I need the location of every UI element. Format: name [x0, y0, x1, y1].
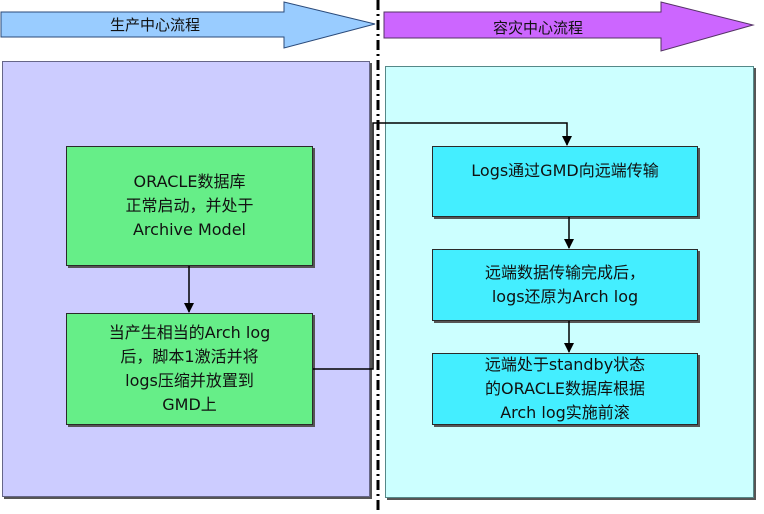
logs-restore-text: 远端数据传输完成后， logs还原为Arch log [484, 263, 645, 306]
arch-log-compress-box: 当产生相当的Arch log 后，脚本1激活并将 logs压缩并放置到 GMD上 [66, 313, 313, 425]
standby-rollforward-text: 远端处于standby状态 的ORACLE数据库根据 Arch log实施前滚 [484, 355, 646, 422]
oracle-start-text: ORACLE数据库 正常启动，并处于 Archive Model [125, 172, 254, 239]
production-flow-label: 生产中心流程 [110, 16, 201, 34]
standby-rollforward-box: 远端处于standby状态 的ORACLE数据库根据 Arch log实施前滚 [432, 353, 698, 425]
oracle-start-box: ORACLE数据库 正常启动，并处于 Archive Model [66, 146, 313, 266]
arch-log-compress-text: 当产生相当的Arch log 后，脚本1激活并将 logs压缩并放置到 GMD上 [108, 323, 271, 414]
logs-transfer-text: Logs通过GMD向远端传输 [471, 161, 659, 180]
production-flow-arrow [0, 1, 376, 49]
logs-restore-box: 远端数据传输完成后， logs还原为Arch log [432, 249, 698, 321]
disaster-recovery-flow-label: 容灾中心流程 [493, 19, 584, 37]
logs-transfer-box: Logs通过GMD向远端传输 [432, 146, 698, 217]
disaster-recovery-flow-arrow [383, 1, 755, 52]
production-center-panel [2, 61, 370, 497]
